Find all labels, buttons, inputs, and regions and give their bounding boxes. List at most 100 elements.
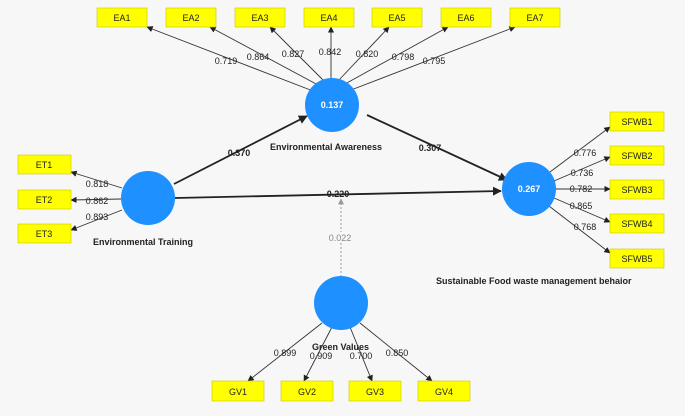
svg-text:GV2: GV2 [298,387,316,397]
et-indicators: ET1 ET2 ET3 [17,154,72,244]
svg-text:SFWB5: SFWB5 [621,254,652,264]
svg-text:EA1: EA1 [113,13,130,23]
loading-arrow-ea2 [209,26,319,86]
svg-text:EA3: EA3 [251,13,268,23]
svg-text:EA4: EA4 [320,13,337,23]
construct-ea-circle[interactable] [305,78,359,132]
indicator-sfwb3[interactable]: SFWB3 [609,179,665,200]
loading-arrow-gv3 [349,326,373,382]
loading-arrow-sfwb5 [548,205,611,254]
ea-loadings: 0.719 0.864 0.827 0.842 0.820 0.798 0.79… [146,26,516,92]
construct-sfwb-circle[interactable] [502,162,556,216]
gv-indicators: GV1 GV2 GV3 GV4 [211,380,471,402]
indicator-sfwb5[interactable]: SFWB5 [609,248,665,269]
path-et-to-ea[interactable] [173,115,308,185]
loading-arrow-gv1 [247,322,323,382]
indicator-ea2[interactable]: EA2 [165,7,217,28]
loading-arrow-et3 [70,209,123,231]
indicator-gv2[interactable]: GV2 [280,380,334,402]
loading-gv2: 0.909 [310,351,333,361]
et-loadings: 0.818 0.862 0.893 [70,170,123,231]
construct-sfwb-r2: 0.267 [518,184,541,194]
indicator-ea3[interactable]: EA3 [234,7,286,28]
indicator-et3[interactable]: ET3 [17,223,72,244]
loading-gv3: 0.700 [350,351,373,361]
path-coefficient-labels: 0.370 0.307 0.220 0.022 [228,143,442,243]
construct-ea[interactable]: 0.137 [305,78,359,132]
loading-sfwb4: 0.865 [570,201,593,211]
svg-text:SFWB4: SFWB4 [621,219,652,229]
path-label-gv-moderation: 0.022 [329,233,352,243]
loading-arrow-sfwb4 [553,197,611,223]
loading-arrow-gv4 [359,322,433,382]
construct-sfwb[interactable]: 0.267 [502,162,556,216]
ea-indicators: EA1 EA2 EA3 EA4 EA5 EA6 EA7 [96,7,561,28]
svg-text:SFWB1: SFWB1 [621,117,652,127]
svg-text:GV1: GV1 [229,387,247,397]
indicator-gv3[interactable]: GV3 [348,380,402,402]
indicator-ea5[interactable]: EA5 [371,7,423,28]
construct-et[interactable] [121,171,175,225]
construct-et-name: Environmental Training [93,237,193,247]
path-label-ea-sfwb: 0.307 [419,143,442,153]
loading-et3: 0.893 [86,212,109,222]
svg-text:EA7: EA7 [526,13,543,23]
loading-gv1: 0.899 [274,348,297,358]
indicator-ea7[interactable]: EA7 [509,7,561,28]
loading-ea3: 0.827 [282,49,305,59]
loading-ea1: 0.719 [215,56,238,66]
structural-paths [173,114,508,277]
construct-gv-circle[interactable] [314,276,368,330]
loading-arrow-ea1 [146,26,314,92]
loading-arrow-gv2 [303,326,333,382]
construct-gv[interactable] [314,276,368,330]
svg-text:EA6: EA6 [457,13,474,23]
loading-arrow-sfwb2 [553,156,611,182]
indicator-sfwb1[interactable]: SFWB1 [609,111,665,132]
indicator-sfwb4[interactable]: SFWB4 [609,213,665,234]
loading-sfwb2: 0.736 [571,168,594,178]
loading-arrow-sfwb1 [549,126,611,173]
loading-ea4: 0.842 [319,47,342,57]
indicator-ea6[interactable]: EA6 [440,7,492,28]
loading-arrow-et1 [70,170,123,189]
indicator-gv4[interactable]: GV4 [417,380,471,402]
path-et-to-sfwb[interactable] [174,186,502,199]
path-label-et-ea: 0.370 [228,148,251,158]
indicator-ea1[interactable]: EA1 [96,7,148,28]
loading-gv4: 0.850 [386,348,409,358]
indicator-ea4[interactable]: EA4 [303,7,355,28]
construct-ea-name: Environmental Awareness [270,142,382,152]
loading-arrow-ea6 [344,26,449,85]
loading-ea7: 0.795 [423,56,446,66]
construct-et-circle[interactable] [121,171,175,225]
moderation-label-bg [326,232,354,243]
loading-sfwb3: 0.782 [570,184,593,194]
svg-text:ET1: ET1 [36,160,53,170]
loading-arrow-ea5 [338,26,390,81]
svg-text:GV3: GV3 [366,387,384,397]
svg-text:SFWB2: SFWB2 [621,151,652,161]
loading-ea6: 0.798 [392,52,415,62]
sfwb-indicators: SFWB1 SFWB2 SFWB3 SFWB4 SFWB5 [609,111,665,269]
indicator-et1[interactable]: ET1 [17,154,72,175]
indicator-gv1[interactable]: GV1 [211,380,265,402]
svg-text:EA5: EA5 [388,13,405,23]
path-ea-to-sfwb[interactable] [366,114,508,181]
loading-et2: 0.862 [86,196,109,206]
loading-sfwb1: 0.776 [574,148,597,158]
loading-arrow-ea7 [350,26,516,91]
indicator-et2[interactable]: ET2 [17,189,72,210]
svg-text:EA2: EA2 [182,13,199,23]
svg-text:ET3: ET3 [36,229,53,239]
loading-et1: 0.818 [86,179,109,189]
gv-loadings: 0.899 0.909 0.700 0.850 [247,322,433,382]
loading-sfwb5: 0.768 [574,222,597,232]
loading-ea2: 0.864 [247,52,270,62]
svg-text:SFWB3: SFWB3 [621,185,652,195]
indicator-sfwb2[interactable]: SFWB2 [609,145,665,166]
loading-ea5: 0.820 [356,49,379,59]
path-label-et-sfwb: 0.220 [327,189,350,199]
loading-arrow-et2 [70,196,122,204]
